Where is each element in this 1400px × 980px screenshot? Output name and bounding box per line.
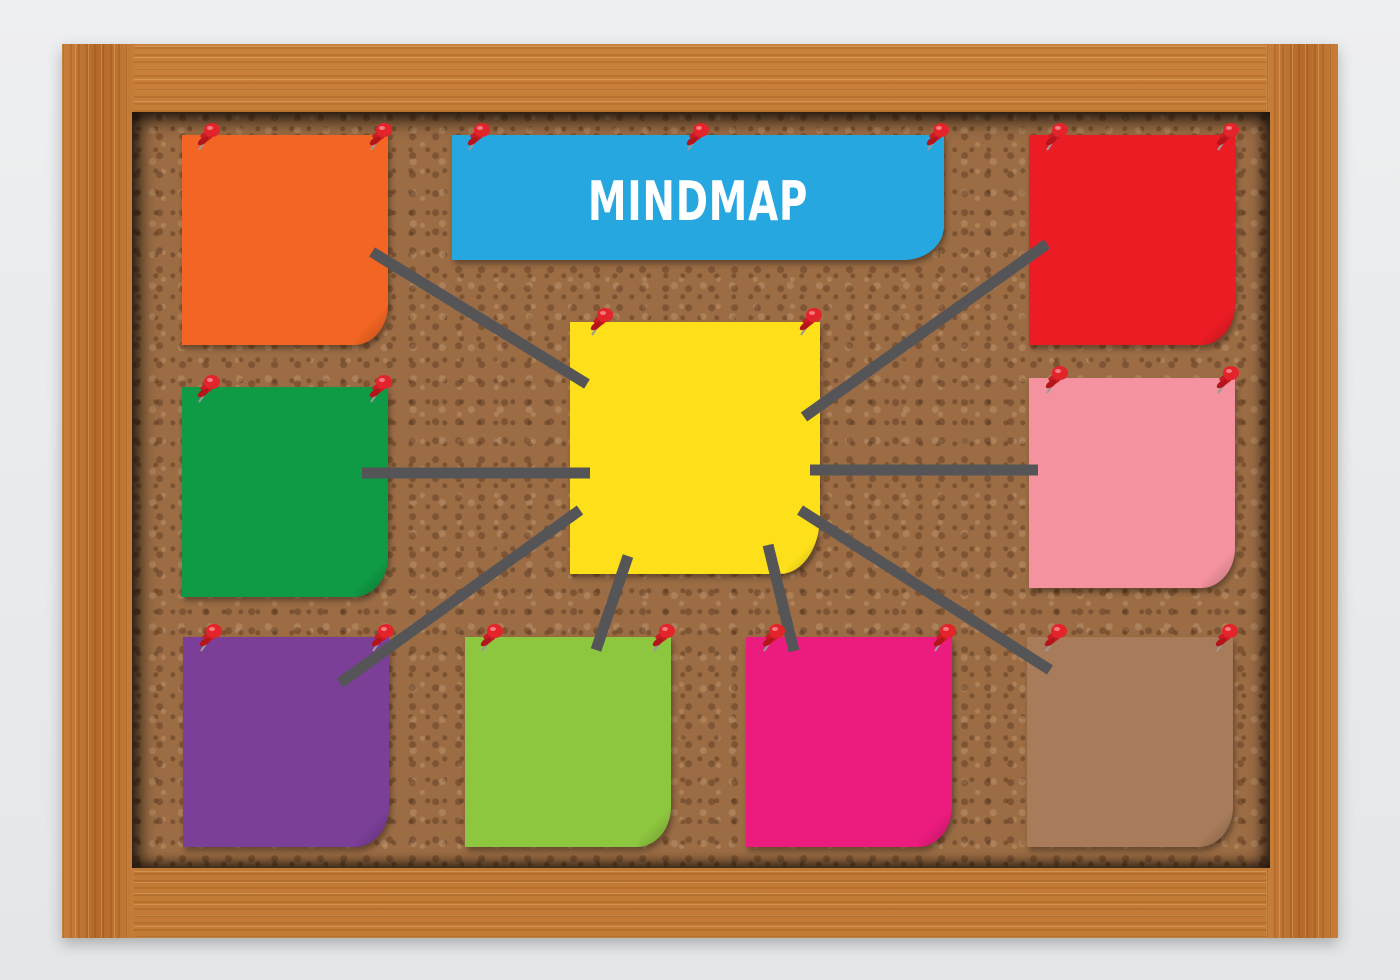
- title-note: MINDMAP: [452, 135, 944, 260]
- frame-right-rail: [1266, 44, 1338, 938]
- pushpin-icon: [1213, 623, 1239, 652]
- note-green: [182, 387, 388, 597]
- pushpin-icon: [367, 122, 393, 151]
- pushpin-icon: [684, 122, 710, 151]
- pushpin-icon: [1214, 365, 1240, 394]
- note-lime: [465, 637, 671, 847]
- mindmap-title: MINDMAP: [587, 170, 809, 233]
- note-purple: [183, 637, 389, 847]
- pushpin-icon: [924, 122, 950, 151]
- pushpin-icon: [1214, 122, 1240, 151]
- pushpin-icon: [1042, 623, 1068, 652]
- pushpin-icon: [197, 623, 223, 652]
- note-orange: [182, 135, 388, 345]
- pushpin-icon: [195, 374, 221, 403]
- note-magenta: [746, 637, 952, 847]
- pushpin-icon: [369, 623, 395, 652]
- pushpin-icon: [588, 307, 614, 336]
- pushpin-icon: [760, 623, 786, 652]
- note-brown: [1027, 637, 1233, 847]
- note-red: [1029, 135, 1235, 345]
- pushpin-icon: [195, 122, 221, 151]
- note-pink: [1029, 378, 1235, 588]
- pushpin-icon: [367, 374, 393, 403]
- pushpin-icon: [1043, 122, 1069, 151]
- frame-left-rail: [62, 44, 134, 938]
- pushpin-icon: [478, 623, 504, 652]
- pushpin-icon: [650, 623, 676, 652]
- pushpin-icon: [465, 122, 491, 151]
- pushpin-icon: [931, 623, 957, 652]
- note-center-yellow: [570, 322, 820, 574]
- pushpin-icon: [797, 307, 823, 336]
- pushpin-icon: [1043, 365, 1069, 394]
